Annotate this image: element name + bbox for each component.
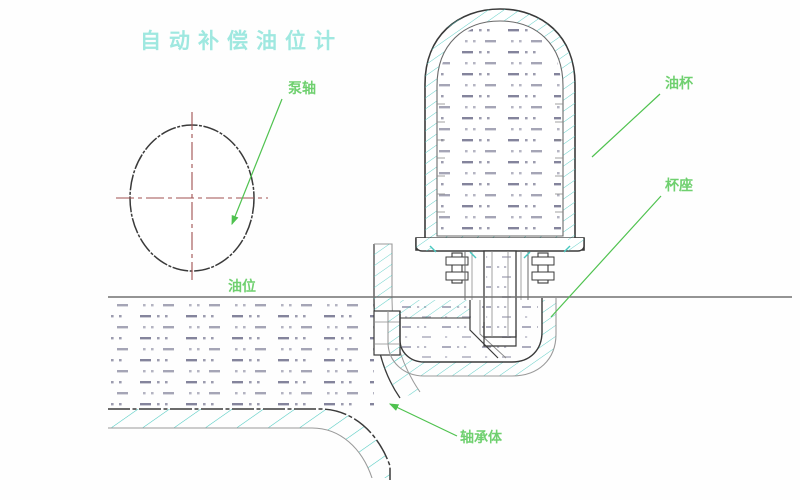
- stud-left-nut: [445, 256, 469, 266]
- leader-pump-shaft: [231, 98, 283, 226]
- bearing-wall-hatch: [108, 409, 390, 478]
- bearing-wall-inner-edge: [108, 408, 391, 480]
- leader-bearing-housing: [388, 403, 458, 437]
- stud-right-shaft: [537, 252, 549, 284]
- stud-right-washer: [531, 271, 555, 281]
- label-oil-cup: 油杯: [665, 75, 694, 92]
- label-pump-shaft: 泵轴: [288, 80, 316, 97]
- cup-wall-hatch: [416, 9, 584, 250]
- cup-seat-group: [429, 245, 571, 347]
- cup-flange-hatch-left: [416, 238, 432, 251]
- reservoir-baffle-2: [479, 300, 507, 359]
- reservoir-baffle: [469, 300, 499, 359]
- stud-right: [520, 251, 555, 300]
- leader-cup-seat: [550, 195, 662, 318]
- label-bearing-housing: 轴承体: [460, 429, 503, 446]
- bearing-housing-group: [108, 243, 421, 480]
- diagram-title: 自动补偿油位计: [140, 29, 343, 53]
- bearing-wall-outer-edge: [108, 427, 373, 479]
- reservoir-top-plate-hatch: [400, 300, 470, 318]
- label-oil-level: 油位: [228, 278, 256, 295]
- seat-accents: [429, 245, 571, 259]
- stud-left-washer: [445, 271, 469, 281]
- stud-left-shaft: [451, 252, 463, 284]
- cup-flange-body: [415, 238, 585, 252]
- cup-downtube-tip: [483, 322, 517, 347]
- reservoir-group: [387, 298, 557, 377]
- stud-left: [445, 251, 473, 300]
- reservoir-wall-hatch: [388, 300, 556, 376]
- pump-shaft-group: [116, 112, 268, 284]
- leader-oil-cup: [591, 93, 661, 158]
- bearing-oil-body: [108, 299, 374, 409]
- leader-lines: [231, 93, 662, 437]
- reservoir-inner-edge: [399, 298, 543, 363]
- label-cup-seat: 杯座: [665, 177, 693, 194]
- reservoir-outer-edge: [387, 298, 557, 377]
- cup-downtube-oil: [486, 251, 514, 337]
- cup-gauge-ticks: [437, 103, 563, 213]
- oil-cup-group: [415, 8, 585, 252]
- stud-right-nut: [531, 256, 555, 266]
- cup-oil-body: [439, 23, 561, 234]
- housing-neck-hatch: [374, 244, 392, 300]
- cup-flange-hatch-right: [568, 238, 584, 251]
